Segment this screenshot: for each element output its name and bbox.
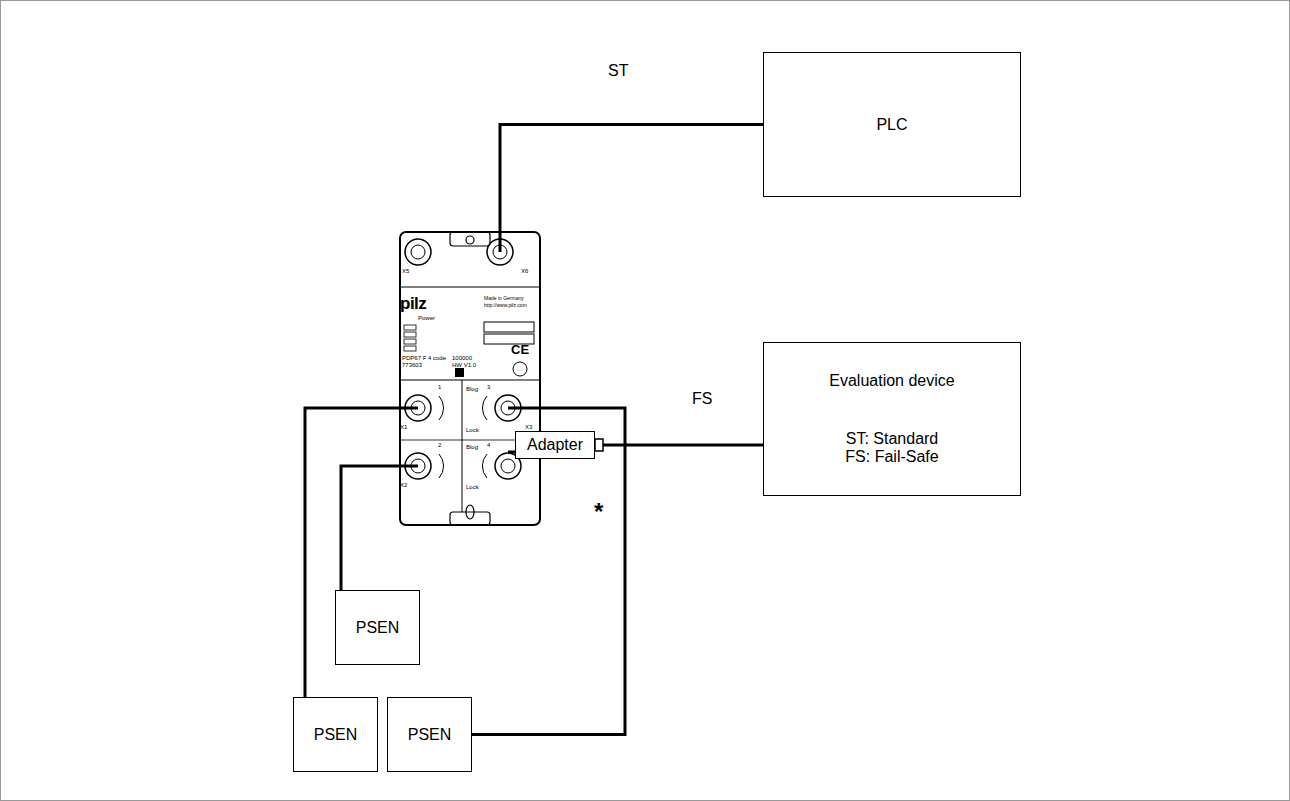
adapter-plug (595, 439, 603, 451)
edge-label: ST (606, 62, 630, 80)
device-marking: CE (511, 343, 529, 356)
psen-sensor-box: PSEN (387, 697, 472, 772)
device-marking: Blog (466, 386, 478, 392)
io-device: pilz (400, 290, 440, 318)
device-marking: X2 (400, 482, 407, 488)
device-marking: X6 (521, 268, 528, 274)
node-title: PSEN (356, 619, 400, 637)
node-title: Adapter (527, 436, 583, 454)
footnote-mark: * (594, 500, 603, 524)
device-marking: HW V1.0 (452, 362, 476, 368)
device-marking: 3 (487, 384, 490, 390)
device-marking: X3 (525, 424, 532, 430)
device-marking: Made in Germany (484, 296, 524, 301)
device-marking: 2 (438, 442, 441, 448)
node-note: FS: Fail-Safe (845, 448, 938, 466)
device-marking: Lock (466, 484, 479, 490)
device-marking: 1 (438, 384, 441, 390)
device-marking: http://www.pilz.com (484, 303, 527, 308)
node-note: ST: Standard (846, 430, 939, 448)
cable (500, 125, 763, 233)
node-title: PSEN (408, 726, 452, 744)
psen-sensor-box: PSEN (335, 590, 420, 665)
device-marking: 4 (487, 442, 490, 448)
plc-box: PLC (763, 52, 1021, 197)
device-marking: 773603 (402, 362, 422, 368)
adapter-box: Adapter (515, 431, 595, 459)
device-marking: Power (418, 315, 435, 321)
node-title: PSEN (314, 726, 358, 744)
device-marking: 100000 (452, 355, 472, 361)
device-marking: X5 (402, 268, 409, 274)
node-title: Evaluation device (829, 372, 954, 390)
edge-label: FS (690, 390, 714, 408)
psen-sensor-box: PSEN (293, 697, 378, 772)
device-marking: PDP67 F 4 code (402, 355, 446, 361)
device-marking: Blog (466, 444, 478, 450)
device-marking: Lock (466, 427, 479, 433)
evaluation-device-box: Evaluation deviceST: StandardFS: Fail-Sa… (763, 342, 1021, 496)
node-title: PLC (876, 116, 907, 134)
cable (341, 466, 400, 590)
cable (595, 444, 763, 447)
device-marking: X1 (400, 424, 407, 430)
cable (472, 408, 625, 735)
node-title: pilz (400, 294, 426, 314)
